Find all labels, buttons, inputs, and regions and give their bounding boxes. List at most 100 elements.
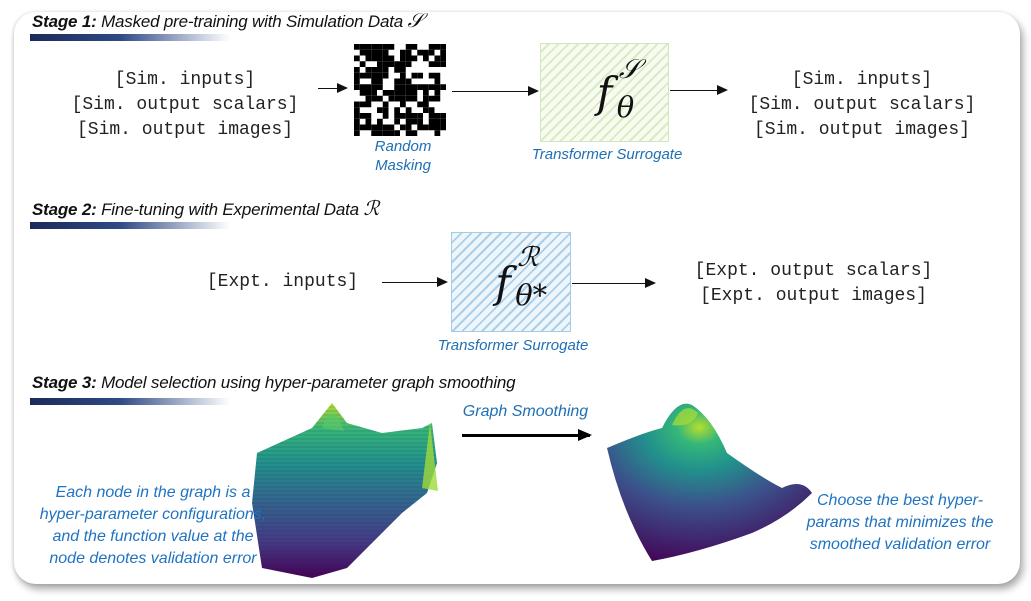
mask-cell: [365, 113, 372, 119]
mask-cell: [405, 61, 412, 67]
mask-cell: [440, 118, 446, 125]
stage1-model-label: Transformer Surrogate: [531, 146, 683, 163]
mask-cell: [388, 90, 395, 96]
mask-cell: [382, 107, 389, 113]
mask-cell: [354, 67, 360, 73]
mask-cell: [394, 90, 400, 96]
smoothed-validation-surface: [607, 403, 812, 561]
mask-cell: [377, 124, 383, 131]
mask-cell: [405, 130, 412, 136]
mask-cell: [405, 90, 412, 96]
mask-cell: [405, 107, 412, 113]
mask-cell: [394, 113, 400, 119]
mask-cell: [400, 61, 406, 67]
mask-cell: [405, 78, 412, 85]
mask-cell: [359, 101, 366, 108]
mask-cell: [428, 124, 435, 131]
mask-cell: [434, 61, 441, 67]
mask-cell: [411, 72, 418, 79]
mask-cell: [417, 72, 423, 79]
stage2-outputs: [Expt. output scalars] [Expt. output ima…: [671, 259, 956, 309]
mask-cell: [382, 130, 389, 136]
mask-cell: [434, 95, 441, 102]
mask-cell: [434, 72, 441, 79]
random-masking-label: Random Masking: [374, 138, 432, 174]
mask-cell: [377, 49, 383, 56]
mask-cell: [359, 124, 366, 131]
mask-cell: [411, 44, 418, 50]
mask-cell: [388, 124, 395, 131]
mask-cell: [405, 113, 412, 119]
mask-cell: [434, 130, 441, 136]
mask-cell: [400, 90, 406, 96]
mask-cell: [423, 124, 429, 131]
stage1-output-line: [Sim. output images]: [753, 120, 971, 140]
stage1-title: Stage 1: Masked pre-training with Simula…: [32, 8, 423, 32]
stage2-arrow-to-outputs: [572, 278, 656, 288]
mask-cell: [354, 72, 360, 79]
stage1-input-line: [Sim. output images]: [76, 120, 294, 140]
stage2-title-bar: [30, 222, 230, 229]
mask-cell: [428, 61, 435, 67]
stage2-output-line: [Expt. output images]: [700, 286, 927, 306]
mask-cell: [434, 84, 441, 90]
mask-cell: [411, 55, 418, 62]
mask-cell: [428, 107, 435, 113]
mask-cell: [405, 118, 412, 125]
mask-cell: [382, 113, 389, 119]
mask-cell: [365, 49, 372, 56]
mask-cell: [371, 49, 377, 56]
mask-cell: [371, 84, 377, 90]
mask-cell: [434, 78, 441, 85]
mask-cell: [411, 84, 418, 90]
mask-cell: [382, 61, 389, 67]
mask-cell: [377, 84, 383, 90]
stage2-inputs: [Expt. inputs]: [190, 270, 375, 295]
mask-cell: [365, 90, 372, 96]
stage2-model-label: Transformer Surrogate: [437, 337, 589, 354]
mask-cell: [365, 95, 372, 102]
mask-cell: [428, 113, 435, 119]
stage1-input-line: [Sim. inputs]: [114, 70, 256, 90]
stage1-outputs: [Sim. inputs] [Sim. output scalars] [Sim…: [727, 68, 997, 143]
mask-cell: [434, 124, 441, 131]
mask-cell: [365, 124, 372, 131]
mask-cell: [400, 101, 406, 108]
mask-cell: [434, 55, 441, 62]
mask-cell: [417, 84, 423, 90]
mask-cell: [411, 95, 418, 102]
mask-cell: [371, 90, 377, 96]
mask-cell: [428, 44, 435, 50]
mask-cell: [359, 49, 366, 56]
stage2-input-line: [Expt. inputs]: [206, 272, 359, 292]
mask-cell: [354, 44, 360, 50]
mask-cell: [354, 101, 360, 108]
graph-smoothing-label: Graph Smoothing: [462, 403, 589, 420]
stage2-output-line: [Expt. output scalars]: [694, 261, 933, 281]
mask-cell: [354, 78, 360, 85]
mask-cell: [440, 49, 446, 56]
mask-cell: [371, 72, 377, 79]
mask-cell: [428, 49, 435, 56]
mask-cell: [354, 113, 360, 119]
mask-cell: [382, 101, 389, 108]
mask-cell: [423, 49, 429, 56]
mask-cell: [417, 49, 423, 56]
mask-cell: [405, 55, 412, 62]
mask-cell: [434, 44, 441, 50]
mask-cell: [354, 130, 360, 136]
mask-cell: [365, 84, 372, 90]
mask-cell: [411, 130, 418, 136]
mask-cell: [440, 84, 446, 90]
mask-cell: [434, 113, 441, 119]
mask-cell: [365, 44, 372, 50]
mask-cell: [423, 101, 429, 108]
mask-cell: [365, 67, 372, 73]
mask-cell: [417, 101, 423, 108]
mask-cell: [359, 44, 366, 50]
mask-cell: [428, 72, 435, 79]
mask-cell: [365, 118, 372, 125]
mask-cell: [359, 84, 366, 90]
mask-cell: [371, 55, 377, 62]
mask-cell: [377, 61, 383, 67]
